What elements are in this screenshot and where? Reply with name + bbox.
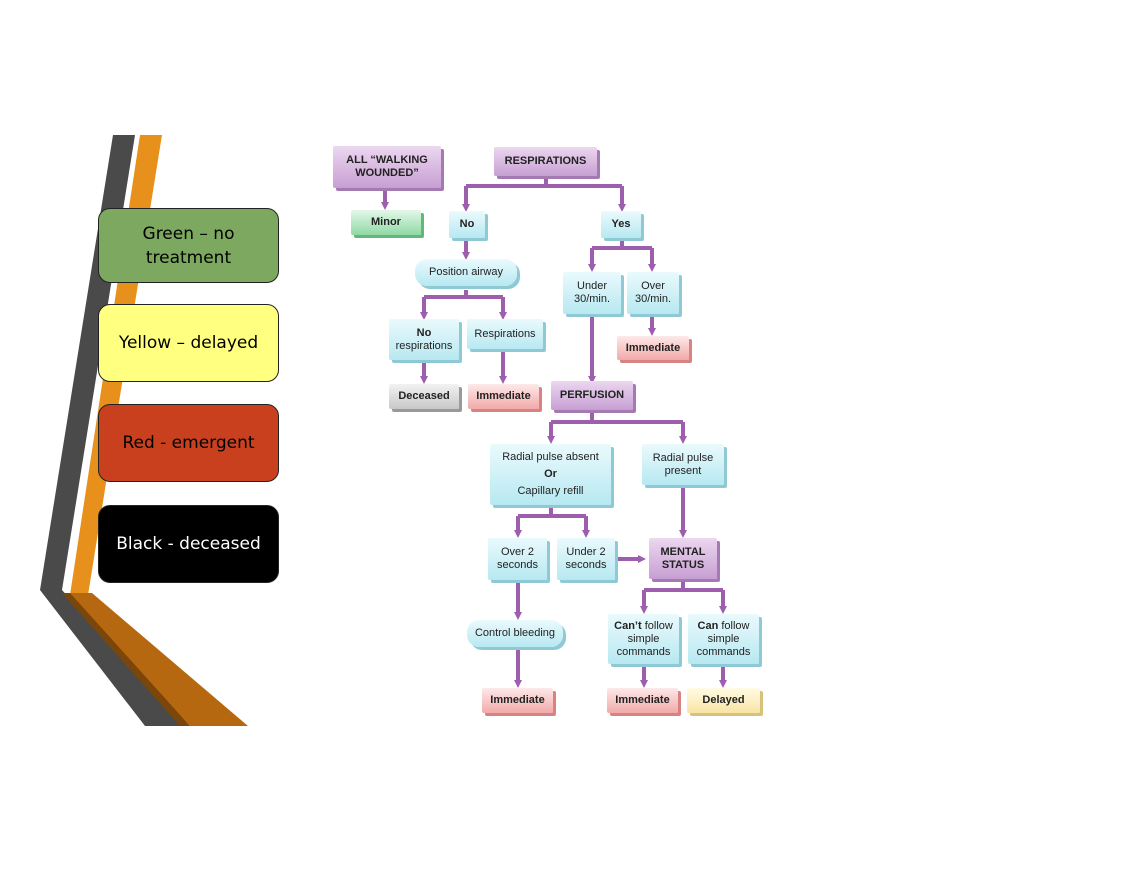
node-yes: Yes	[601, 211, 641, 238]
radial-absent-line2: Capillary refill	[517, 485, 584, 497]
arrow-mental-split	[644, 580, 723, 592]
node-immediate-cant: Immediate	[607, 688, 678, 713]
node-over-2-seconds: Over 2 seconds	[488, 538, 547, 580]
legend-red: Red - emergent	[98, 404, 279, 482]
node-perfusion: PERFUSION	[551, 381, 633, 410]
node-immediate-over30: Immediate	[617, 336, 689, 360]
decor-brown-band	[66, 593, 248, 726]
decor-brown-edge	[62, 593, 190, 726]
node-radial-absent: Radial pulse absent Or Capillary refill	[490, 444, 611, 505]
node-no: No	[449, 211, 485, 238]
no-resp-rest: respirations	[395, 339, 453, 352]
node-immediate-bleeding: Immediate	[482, 688, 553, 713]
node-immediate-resp: Immediate	[468, 384, 539, 409]
radial-absent-line1: Radial pulse absent	[502, 451, 599, 463]
node-over-30: Over 30/min.	[627, 272, 679, 314]
arrow-resp-split	[466, 176, 622, 188]
node-respirations: RESPIRATIONS	[494, 147, 597, 176]
node-mental-status: MENTAL STATUS	[649, 538, 717, 579]
node-position-airway: Position airway	[415, 259, 517, 286]
node-under-30: Under 30/min.	[563, 272, 621, 314]
node-no-respirations: No respirations	[389, 319, 459, 360]
node-under-2-seconds: Under 2 seconds	[557, 538, 615, 580]
node-delayed: Delayed	[687, 688, 760, 713]
node-respirations-2: Respirations	[467, 319, 543, 349]
legend-yellow: Yellow – delayed	[98, 304, 279, 382]
node-deceased: Deceased	[389, 384, 459, 409]
legend-black: Black - deceased	[98, 505, 279, 583]
arrow-airway-split	[424, 290, 503, 299]
arrow-yes-split	[592, 240, 652, 250]
node-walking-wounded: ALL “WALKING WOUNDED”	[333, 146, 441, 188]
no-resp-bold: No	[416, 326, 432, 339]
node-minor: Minor	[351, 210, 421, 235]
node-radial-present: Radial pulse present	[642, 444, 724, 485]
cant-follow-text: Can’t follow simple commands	[614, 619, 673, 658]
node-can-follow: Can follow simple commands	[688, 614, 759, 664]
legend-green: Green – no treatment	[98, 208, 279, 283]
radial-absent-or: Or	[544, 468, 557, 480]
arrow-absent-split	[518, 507, 586, 518]
node-cant-follow: Can’t follow simple commands	[608, 614, 679, 664]
node-control-bleeding: Control bleeding	[467, 620, 563, 647]
arrow-perf-split	[551, 410, 683, 424]
can-follow-text: Can follow simple commands	[696, 619, 751, 658]
